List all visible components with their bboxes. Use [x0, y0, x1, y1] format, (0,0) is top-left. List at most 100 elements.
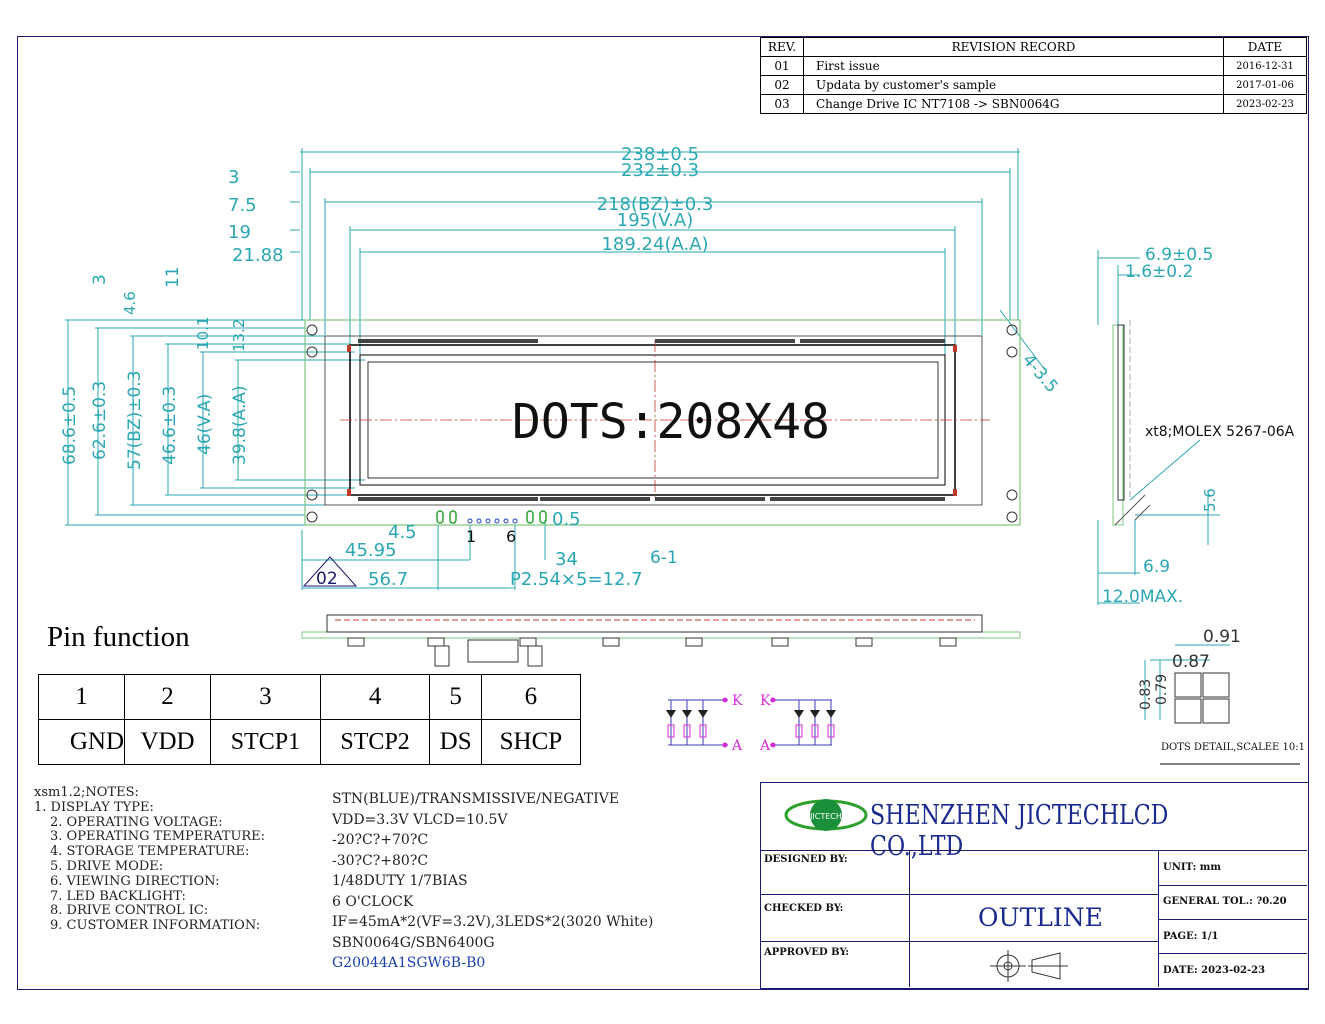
note-value: 1/48DUTY 1/7BIAS — [332, 873, 468, 889]
revision-tag — [302, 556, 358, 587]
dim-pin-holes: 6-1 — [650, 548, 678, 568]
dim-side-bottom: 6.9 — [1143, 557, 1170, 577]
mounting-holes — [306, 324, 1018, 523]
dim-width-hole: 232±0.3 — [621, 160, 699, 181]
page-label: PAGE: 1/1 — [1163, 931, 1219, 942]
dim-height-aa: 39.8(A.A) — [230, 386, 250, 465]
rev-date: 2023-02-23 — [1223, 94, 1307, 114]
revision-tag-label: 02 — [316, 569, 338, 589]
pcb-outline — [304, 319, 1021, 526]
dim-max-thickness: 12.0MAX. — [1102, 587, 1183, 607]
date-label: DATE: 2023-02-23 — [1163, 965, 1266, 976]
checked-by-label: CHECKED BY: — [764, 903, 844, 914]
revision-table: REV. REVISION RECORD DATE 01 First issue… — [760, 37, 1307, 114]
dim-mounting-hole: 4-3.5 — [1018, 350, 1062, 397]
driver-bands — [358, 339, 945, 501]
dim-pin-pitch: P2.54×5=12.7 — [510, 569, 643, 590]
title-block-row — [760, 850, 1158, 895]
led-anode-label: A — [759, 738, 771, 754]
led-schematic — [667, 699, 835, 746]
tolerance-label: GENERAL TOL.: ?0.20 — [1163, 896, 1287, 907]
dots-label: DOTS:208X48 — [512, 394, 830, 450]
company-logo: JICTECH — [784, 799, 868, 831]
led-diodes — [666, 710, 836, 718]
dim-top-3: 11 — [163, 266, 183, 288]
dim-top-5: 13.2 — [230, 319, 248, 352]
corner-marks — [347, 345, 957, 496]
title-block-row — [760, 941, 1158, 988]
mounting-hole — [1006, 511, 1018, 523]
pin-1-label: 1 — [466, 527, 476, 546]
pin-name: GND — [37, 719, 126, 765]
note-label: 8. DRIVE CONTROL IC: — [50, 903, 209, 919]
pin-number: 4 — [319, 674, 431, 720]
pin-number: 3 — [210, 674, 321, 720]
dots-detail-caption: DOTS DETAIL,SCALEE 10:1 — [1161, 742, 1305, 753]
pin-function-table: 1 2 3 4 5 6 GND VDD STCP1 STCP2 DS SHCP — [37, 674, 582, 765]
pin-number: 1 — [37, 674, 126, 720]
dim-dot-size-y: 0.79 — [1154, 674, 1170, 705]
title-block-divider — [1158, 850, 1159, 987]
dim-height-va: 46(V.A) — [195, 394, 215, 455]
rev-description: Change Drive IC NT7108 -> SBN0064G — [803, 94, 1224, 114]
dim-height-bezel: 57(BZ)±0.3 — [125, 371, 145, 471]
dim-pin-offset: 4.5 — [388, 522, 417, 543]
dim-width-outline: 238±0.5 — [621, 144, 699, 165]
pin-name: STCP1 — [210, 719, 321, 765]
dim-pad-offset: 0.5 — [552, 509, 581, 530]
title-block-divider — [1158, 953, 1307, 954]
note-label: 2. OPERATING VOLTAGE: — [50, 814, 223, 830]
pin-function-title: Pin function — [47, 621, 190, 653]
note-value: 6 O'CLOCK — [332, 893, 414, 910]
mounting-hole — [306, 489, 318, 501]
drawing-frame — [17, 36, 1309, 990]
note-label: 6. VIEWING DIRECTION: — [50, 873, 220, 889]
dim-width-va: 195(V.A) — [617, 210, 693, 231]
dim-pcb-thickness: 1.6±0.2 — [1125, 262, 1193, 282]
title-block — [760, 782, 1309, 989]
dim-connector-edge: 56.7 — [368, 569, 408, 590]
pin-number: 2 — [124, 674, 212, 720]
title-block-divider — [909, 850, 910, 987]
pin-number: 5 — [429, 674, 482, 720]
pin-number: 6 — [480, 674, 582, 720]
note-value: G20044A1SGW6B-B0 — [332, 955, 486, 971]
note-label: 3. OPERATING TEMPERATURE: — [50, 829, 266, 845]
title-block-divider — [1158, 919, 1307, 920]
logo-text: JICTECH — [809, 812, 842, 821]
designed-by-label: DESIGNED BY: — [764, 854, 848, 865]
dim-dot-size-x: 0.87 — [1172, 652, 1210, 672]
dim-connector-left: 45.95 — [345, 540, 397, 561]
note-label: 9. CUSTOMER INFORMATION: — [50, 918, 261, 934]
note-value: STN(BLUE)/TRANSMISSIVE/NEGATIVE — [332, 791, 620, 807]
dim-width-bezel: 218(BZ)±0.3 — [597, 194, 714, 215]
mounting-hole — [1006, 346, 1018, 358]
dim-dot-pitch-y: 0.83 — [1138, 679, 1154, 710]
dim-width-aa: 189.24(A.A) — [601, 234, 708, 255]
mounting-hole — [306, 324, 318, 336]
notes-block: xsm1.2;NOTES: 1. DISPLAY TYPE: 2. OPERAT… — [34, 785, 266, 934]
dim-height-pcb: 46.6±0.3 — [160, 386, 180, 465]
dimension-lines — [65, 148, 1230, 720]
pin-name: STCP2 — [319, 719, 431, 765]
dim-connector-width: 34 — [555, 549, 578, 570]
note-label: 4. STORAGE TEMPERATURE: — [50, 844, 250, 860]
dim-offset-2: 7.5 — [228, 195, 257, 216]
notes-heading: xsm1.2;NOTES: — [34, 785, 139, 800]
unit-label: UNIT: mm — [1163, 862, 1221, 873]
rev-description: First issue — [803, 56, 1224, 76]
edge-view — [301, 614, 1021, 667]
pin-name: SHCP — [480, 719, 582, 765]
dim-top-1: 3 — [90, 274, 110, 285]
note-value: VDD=3.3V VLCD=10.5V — [332, 811, 508, 828]
connector-pads — [436, 510, 547, 524]
dim-offset-3: 19 — [228, 222, 251, 243]
dim-side-thickness: 6.9±0.5 — [1145, 245, 1213, 265]
dim-height-hole: 62.6±0.3 — [90, 381, 110, 460]
dim-connector-height: 5.6 — [1201, 488, 1219, 512]
led-cathode-label: K — [760, 693, 771, 709]
note-value: IF=45mA*2(VF=3.2V),3LEDS*2(3020 White) — [332, 914, 654, 930]
note-value: -20?C?+70?C — [332, 832, 429, 848]
connector-label: xt8;MOLEX 5267-06A — [1145, 424, 1295, 440]
